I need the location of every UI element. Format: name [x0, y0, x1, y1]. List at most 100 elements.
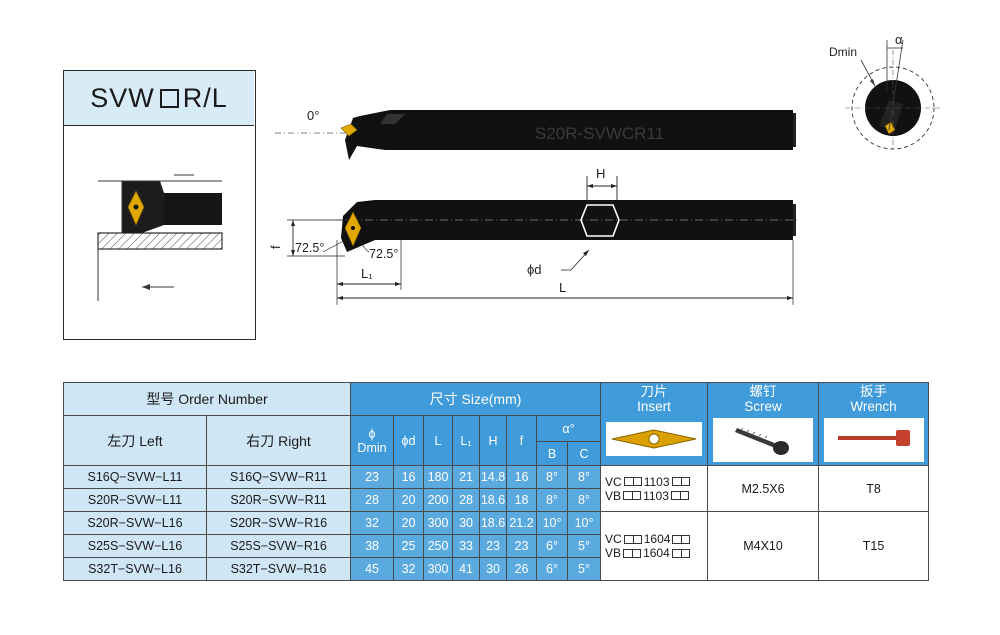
- dim-l1-label: L₁: [361, 266, 373, 281]
- row-c: 5°: [567, 534, 602, 558]
- row-l1: 30: [452, 511, 481, 535]
- wrench-image: [823, 418, 924, 462]
- dmin-detail: α Dmin: [829, 32, 940, 150]
- row-h: 23: [479, 534, 508, 558]
- row-h: 14.8: [479, 465, 508, 489]
- header-c: C: [567, 441, 602, 466]
- row-right-model: S32T−SVW−R16: [205, 557, 352, 581]
- row-h: 18.6: [479, 488, 508, 512]
- spec-table: 型号 Order Number 尺寸 Size(mm) 刀片 Insert 螺钉…: [62, 382, 930, 581]
- row-l1: 28: [452, 488, 481, 512]
- row-phid: 16: [393, 465, 425, 489]
- top-insert: [340, 123, 358, 137]
- row-c: 8°: [567, 465, 602, 489]
- row-phid: 20: [393, 488, 425, 512]
- row-screw: M2.5X6: [707, 465, 820, 512]
- header-dmin: ϕ Dmin: [350, 415, 395, 466]
- row-b: 6°: [536, 557, 569, 581]
- row-f: 21.2: [506, 511, 538, 535]
- header-phid: ϕd: [393, 415, 425, 466]
- row-c: 10°: [567, 511, 602, 535]
- row-b: 8°: [536, 465, 569, 489]
- row-left-model: S25S−SVW−L16: [63, 534, 207, 558]
- row-right-model: S20R−SVW−R16: [205, 511, 352, 535]
- detail-alpha-label: α: [895, 32, 903, 47]
- row-screw: M4X10: [707, 511, 820, 581]
- row-left-model: S16Q−SVW−L11: [63, 465, 207, 489]
- header-dmin-label: Dmin: [357, 440, 387, 455]
- row-right-model: S16Q−SVW−R11: [205, 465, 352, 489]
- row-b: 10°: [536, 511, 569, 535]
- row-phid: 32: [393, 557, 425, 581]
- dim-phid-label: ϕd: [527, 262, 542, 277]
- row-left-model: S32T−SVW−L16: [63, 557, 207, 581]
- row-f: 18: [506, 488, 538, 512]
- header-f: f: [506, 415, 538, 466]
- header-right: 右刀 Right: [205, 415, 352, 466]
- header-insert-en: Insert: [637, 399, 671, 414]
- header-order-number: 型号 Order Number: [62, 382, 352, 416]
- row-l: 180: [423, 465, 454, 489]
- row-dmin: 45: [350, 557, 395, 581]
- row-h: 18.6: [479, 511, 508, 535]
- row-right-model: S20R−SVW−R11: [205, 488, 352, 512]
- row-b: 6°: [536, 534, 569, 558]
- workpiece-section: [97, 232, 223, 250]
- feed-arrow: [142, 284, 150, 290]
- row-h: 30: [479, 557, 508, 581]
- title-panel: SVW R/L: [63, 70, 256, 340]
- insert-image: [606, 422, 703, 456]
- dim-f-label: f: [268, 245, 283, 249]
- angle-left-label: 72.5°: [295, 241, 324, 255]
- header-insert: 刀片 Insert: [600, 382, 709, 466]
- top-tool-body: [345, 110, 793, 160]
- row-b: 8°: [536, 488, 569, 512]
- detail-dmin-label: Dmin: [829, 45, 857, 59]
- row-wrench: T15: [818, 511, 930, 581]
- angle-zero-label: 0°: [307, 108, 319, 123]
- header-screw-cn: 螺钉: [749, 384, 777, 399]
- screw-image: [713, 418, 814, 462]
- header-size: 尺寸 Size(mm): [350, 382, 602, 416]
- row-left-model: S20R−SVW−L11: [63, 488, 207, 512]
- row-dmin: 38: [350, 534, 395, 558]
- bar-engraving: S20R-SVWCR11: [535, 124, 664, 143]
- row-left-model: S20R−SVW−L16: [63, 511, 207, 535]
- header-l1: L₁: [452, 415, 481, 466]
- side-tool-body: [341, 200, 793, 252]
- header-wrench: 扳手 Wrench: [818, 382, 930, 466]
- table-header-row-1: 型号 Order Number 尺寸 Size(mm) 刀片 Insert 螺钉…: [62, 382, 930, 466]
- row-l1: 41: [452, 557, 481, 581]
- row-f: 23: [506, 534, 538, 558]
- header-h: H: [479, 415, 508, 466]
- header-screw-en: Screw: [744, 399, 782, 414]
- sketch-tool-body: [160, 193, 222, 225]
- row-f: 16: [506, 465, 538, 489]
- flat-section: [580, 204, 620, 237]
- header-l: L: [423, 415, 454, 466]
- series-prefix: SVW: [90, 82, 155, 113]
- header-alpha: α°: [536, 415, 602, 442]
- row-c: 8°: [567, 488, 602, 512]
- row-dmin: 23: [350, 465, 395, 489]
- row-l: 300: [423, 511, 454, 535]
- row-l1: 33: [452, 534, 481, 558]
- header-phi-symbol: ϕ: [368, 426, 376, 441]
- row-dmin: 28: [350, 488, 395, 512]
- row-phid: 20: [393, 511, 425, 535]
- row-wrench: T8: [818, 465, 930, 512]
- row-phid: 25: [393, 534, 425, 558]
- series-title: SVW R/L: [64, 71, 254, 126]
- row-c: 5°: [567, 557, 602, 581]
